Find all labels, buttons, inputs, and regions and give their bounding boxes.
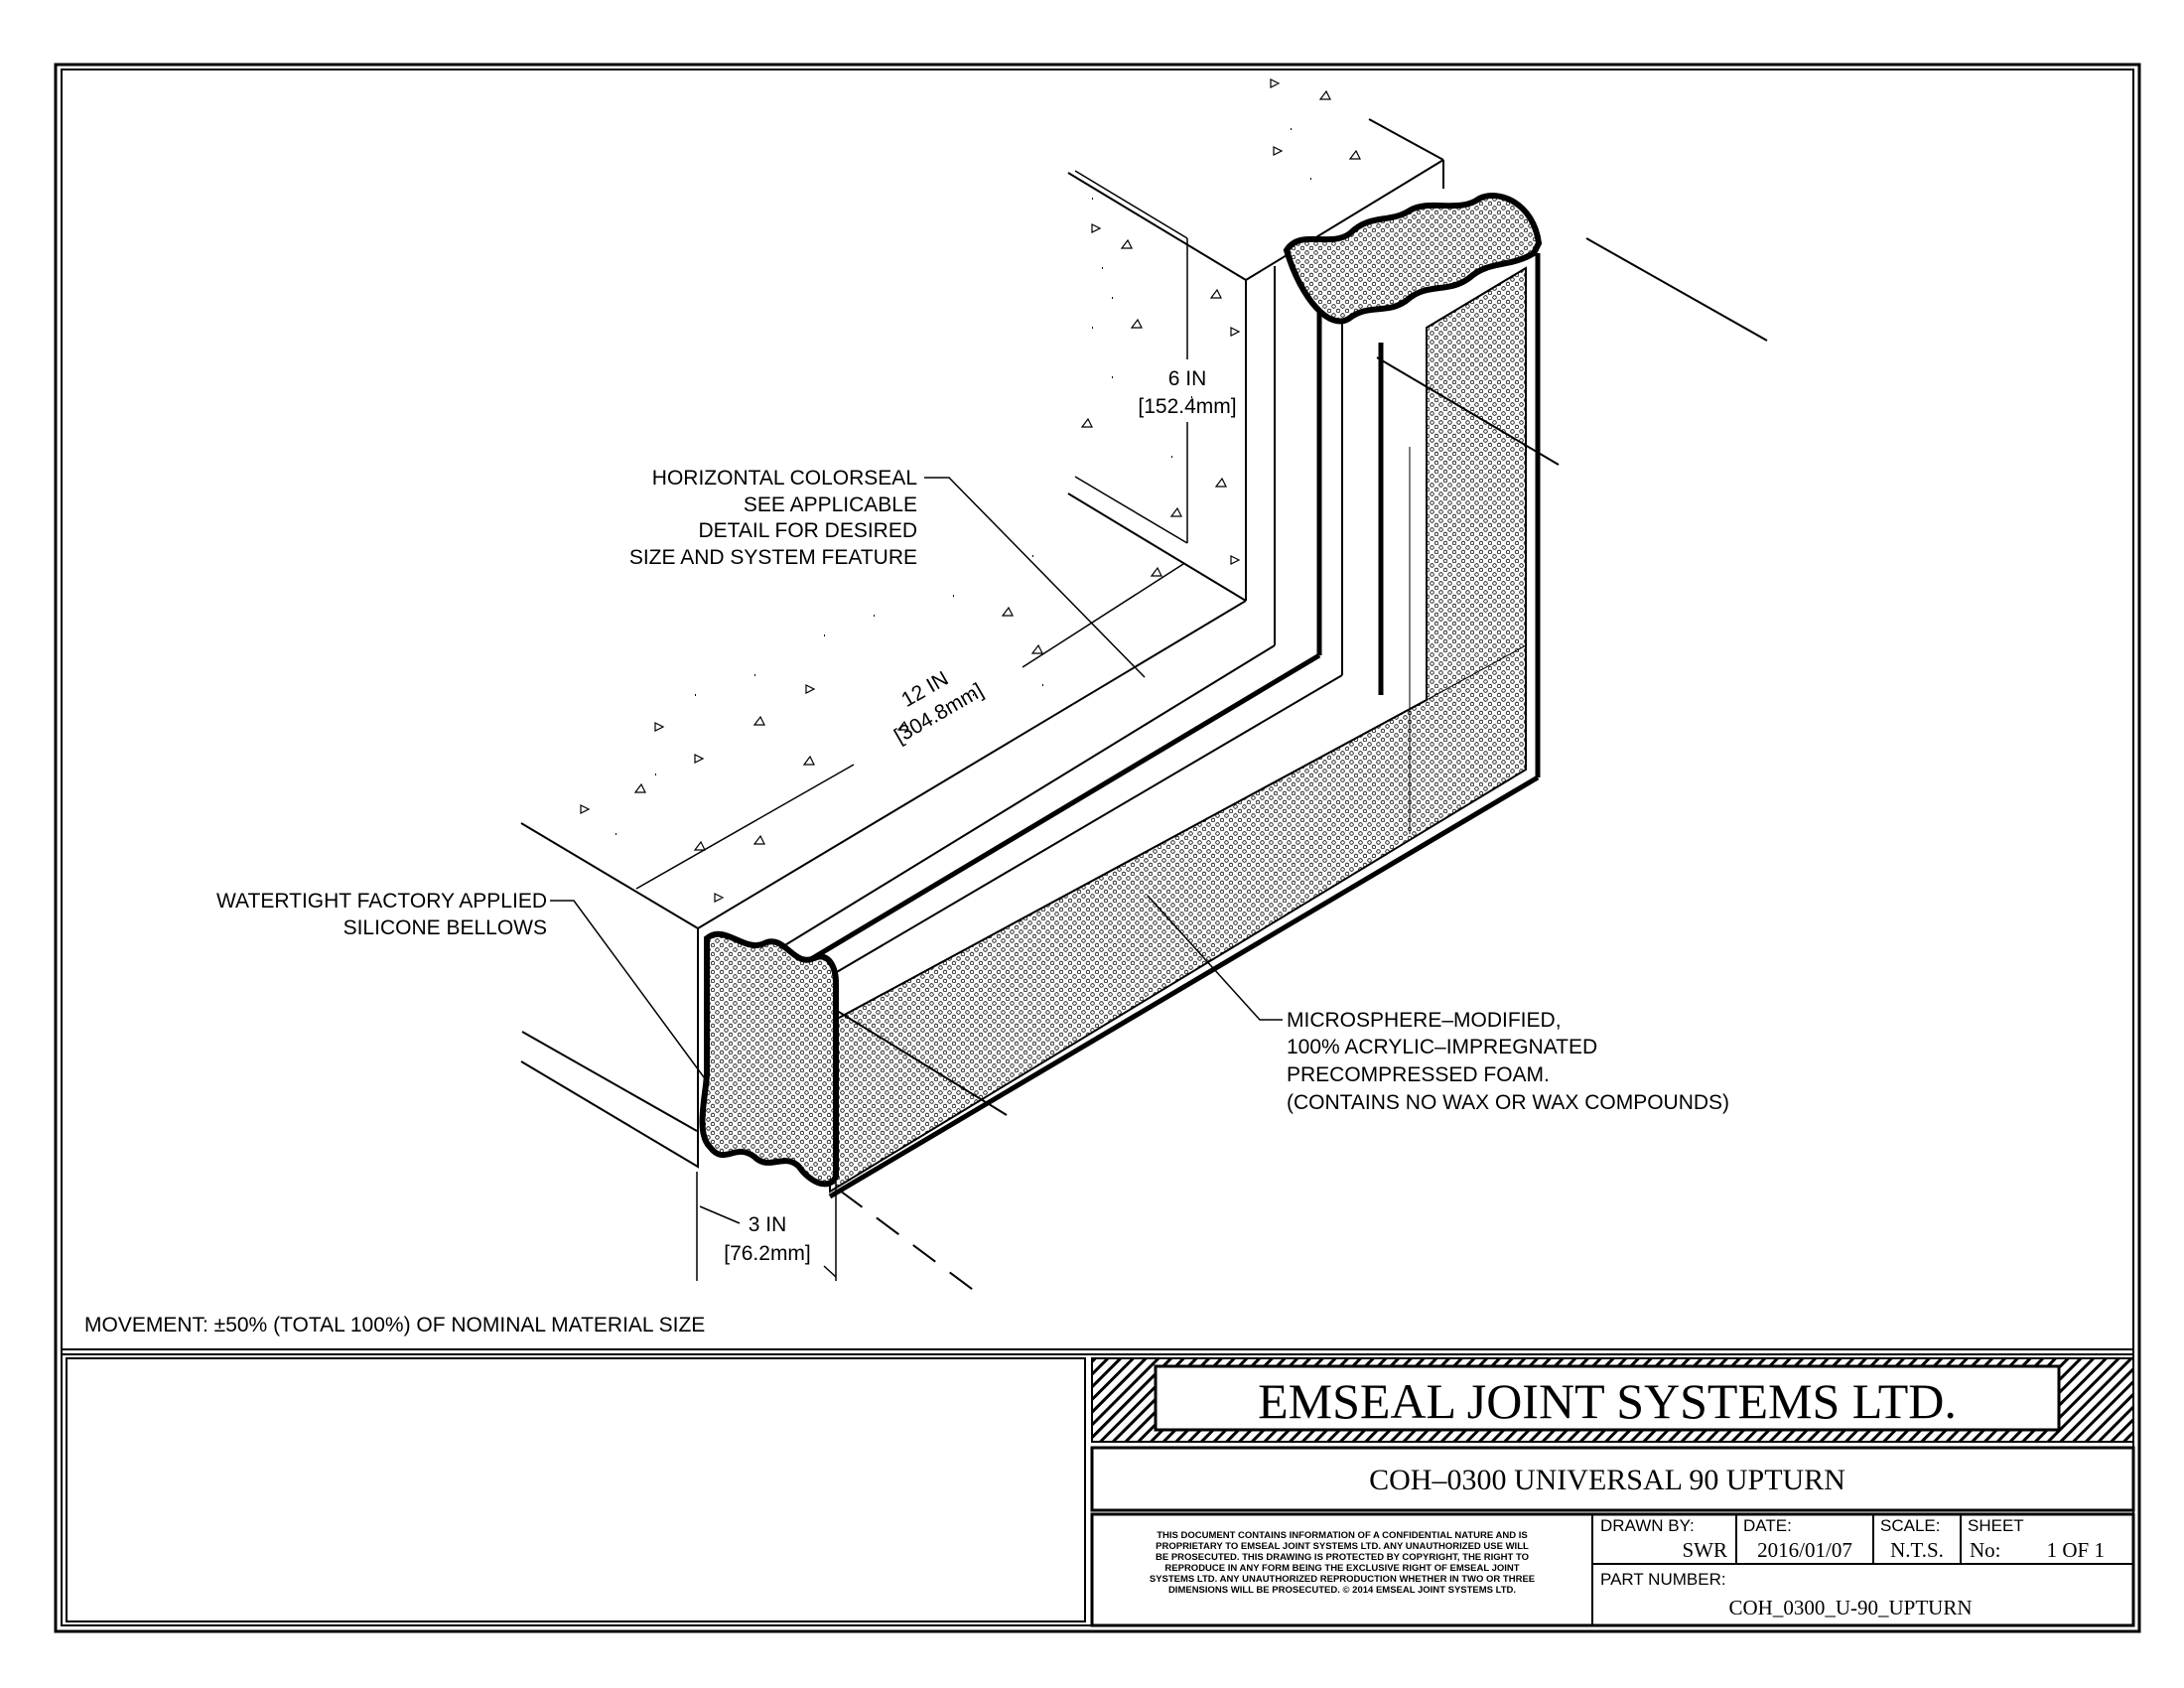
- date-value: 2016/01/07: [1757, 1538, 1852, 1562]
- callout-line: PRECOMPRESSED FOAM.: [1287, 1063, 1550, 1086]
- callout-foam: MICROSPHERE–MODIFIED, 100% ACRYLIC–IMPRE…: [1287, 1009, 1729, 1114]
- sheet-value: 1 OF 1: [2047, 1538, 2105, 1562]
- title-block: [62, 1348, 2135, 1627]
- confidentiality-notice: THIS DOCUMENT CONTAINS INFORMATION OF A …: [1150, 1530, 1535, 1596]
- company-name: EMSEAL JOINT SYSTEMS LTD.: [1258, 1373, 1957, 1429]
- callout-line: SIZE AND SYSTEM FEATURE: [629, 546, 917, 569]
- legal-line: REPRODUCE IN ANY FORM BEING THE EXCLUSIV…: [1164, 1563, 1519, 1574]
- callout-colorseal: HORIZONTAL COLORSEAL SEE APPLICABLE DETA…: [629, 467, 917, 569]
- dim-width-metric: [76.2mm]: [724, 1242, 811, 1265]
- drawn-by-value: SWR: [1682, 1538, 1727, 1562]
- sheet-label: SHEET: [1968, 1516, 2024, 1535]
- dim-width-value: 3 IN: [749, 1213, 787, 1236]
- legal-line: DIMENSIONS WILL BE PROSECUTED. © 2014 EM…: [1168, 1585, 1516, 1596]
- legal-line: THIS DOCUMENT CONTAINS INFORMATION OF A …: [1157, 1530, 1527, 1541]
- dim-height-value: 6 IN: [1168, 367, 1207, 390]
- drawn-by-label: DRAWN BY:: [1600, 1516, 1695, 1535]
- sheet-border: [54, 63, 2141, 1633]
- legal-line: BE PROSECUTED. THIS DRAWING IS PROTECTED…: [1156, 1552, 1529, 1563]
- legal-line: SYSTEMS LTD. ANY UNAUTHORIZED REPRODUCTI…: [1150, 1574, 1535, 1585]
- callout-bellows: WATERTIGHT FACTORY APPLIED SILICONE BELL…: [216, 890, 547, 939]
- scale-value: N.T.S.: [1890, 1538, 1944, 1562]
- isometric-detail: [520, 78, 1768, 1296]
- dim-height-metric: [152.4mm]: [1138, 395, 1236, 418]
- callout-line: HORIZONTAL COLORSEAL: [652, 467, 917, 490]
- callout-line: SEE APPLICABLE: [744, 493, 917, 516]
- callout-line: DETAIL FOR DESIRED: [698, 519, 917, 542]
- callout-line: SILICONE BELLOWS: [343, 916, 547, 939]
- date-label: DATE:: [1743, 1516, 1792, 1535]
- callout-line: (CONTAINS NO WAX OR WAX COMPOUNDS): [1287, 1091, 1729, 1114]
- callout-line: WATERTIGHT FACTORY APPLIED: [216, 890, 547, 913]
- part-number-value: COH_0300_U-90_UPTURN: [1728, 1596, 1972, 1619]
- movement-note: MOVEMENT: ±50% (TOTAL 100%) OF NOMINAL M…: [84, 1314, 705, 1336]
- legal-line: PROPRIETARY TO EMSEAL JOINT SYSTEMS LTD.…: [1156, 1541, 1529, 1552]
- part-number-label: PART NUMBER:: [1600, 1570, 1726, 1589]
- scale-label: SCALE:: [1880, 1516, 1940, 1535]
- silicone-bellows-end: [699, 930, 839, 1188]
- drawing-title: COH–0300 UNIVERSAL 90 UPTURN: [1369, 1464, 1845, 1496]
- concrete-aggregate-pattern: [580, 78, 1361, 903]
- callout-line: MICROSPHERE–MODIFIED,: [1287, 1009, 1562, 1032]
- callout-line: 100% ACRYLIC–IMPREGNATED: [1287, 1036, 1597, 1058]
- silicone-bellows-top: [1283, 193, 1543, 325]
- sheet-no-label: No:: [1970, 1538, 2001, 1562]
